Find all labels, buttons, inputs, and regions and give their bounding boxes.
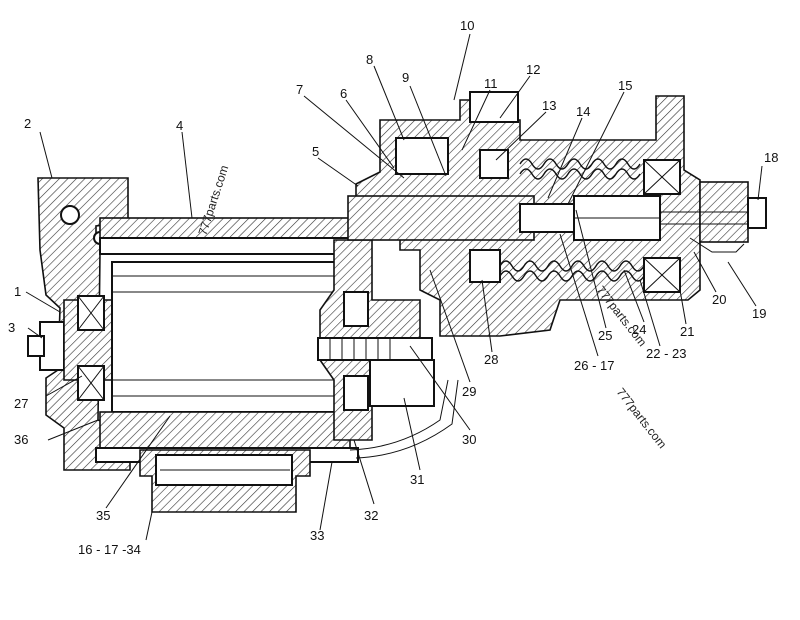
callout-20: 20 [712,292,726,307]
callout-27: 27 [14,396,28,411]
callout-31: 31 [410,472,424,487]
callout-16-17-34: 16 - 17 -34 [78,542,141,557]
callout-32: 32 [364,508,378,523]
bottom-flange [139,449,311,513]
callout-28: 28 [484,352,498,367]
callout-26-17: 26 - 17 [574,358,614,373]
callout-8: 8 [366,52,373,67]
callout-24: 24 [632,322,646,337]
callout-33: 33 [310,528,324,543]
right-bearings [469,149,681,293]
callout-11: 11 [484,76,498,91]
callout-36: 36 [14,432,28,447]
callout-35: 35 [96,508,110,523]
callout-29: 29 [462,384,476,399]
callout-18: 18 [764,150,778,165]
callout-12: 12 [526,62,540,77]
callout-labels: 1 2 3 4 5 6 7 8 9 10 11 12 13 14 15 16 -… [8,18,778,557]
callout-14: 14 [576,104,590,119]
callout-3: 3 [8,320,15,335]
right-carrier [317,239,459,459]
output-stub [660,181,767,253]
callout-5: 5 [312,144,319,159]
callout-22-23: 22 - 23 [646,346,686,361]
left-end-cap [27,295,125,401]
callout-7: 7 [296,82,303,97]
callout-15: 15 [618,78,632,93]
callout-13: 13 [542,98,556,113]
leader-lines [25,33,763,541]
callout-10: 10 [460,18,474,33]
callout-6: 6 [340,86,347,101]
callout-19: 19 [752,306,766,321]
callout-4: 4 [176,118,183,133]
callout-1: 1 [14,284,21,299]
watermark-3: 777parts.com [614,385,670,451]
callout-25: 25 [598,328,612,343]
springs [499,158,645,282]
callout-9: 9 [402,70,409,85]
callout-21: 21 [680,324,694,339]
callout-30: 30 [462,432,476,447]
main-shaft [347,195,661,241]
callout-2: 2 [24,116,31,131]
